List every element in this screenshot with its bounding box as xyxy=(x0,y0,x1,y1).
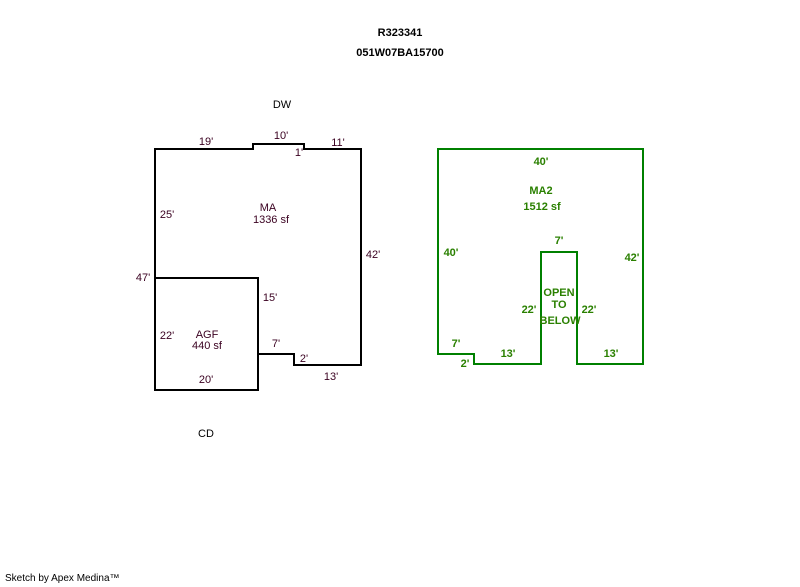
dim-label: 47' xyxy=(136,272,150,284)
map-number: 051W07BA15700 xyxy=(356,47,443,59)
ma2-area: 1512 sf xyxy=(523,201,561,213)
ma2-outline xyxy=(437,148,644,365)
dim-label: 1' xyxy=(295,147,303,159)
dim-label: 22' xyxy=(160,330,174,342)
footer-credit: Sketch by Apex Medina™ xyxy=(5,573,120,584)
dim-label: 7' xyxy=(452,338,461,350)
dim-label: 19' xyxy=(199,136,213,148)
dim-label: 22' xyxy=(582,304,597,316)
dim-label: 13' xyxy=(324,371,338,383)
dim-label: 2' xyxy=(300,353,308,365)
dim-label: 11' xyxy=(331,137,345,149)
cd-label: CD xyxy=(198,428,214,440)
open-to-below-line: TO xyxy=(551,299,567,311)
dw-label: DW xyxy=(273,99,292,111)
dim-label: 2' xyxy=(461,358,470,370)
agf-area: 440 sf xyxy=(192,340,223,352)
open-to-below-line: BELOW xyxy=(540,315,582,327)
parcel-id: R323341 xyxy=(378,27,423,39)
ma-name: MA xyxy=(260,202,277,214)
dim-label: 7' xyxy=(555,235,564,247)
dim-label: 22' xyxy=(522,304,537,316)
dim-label: 10' xyxy=(274,130,288,142)
ma-area: 1336 sf xyxy=(253,214,290,226)
dim-label: 42' xyxy=(625,252,640,264)
dim-label: 40' xyxy=(444,247,459,259)
ma2-name: MA2 xyxy=(529,185,552,197)
agf-outline xyxy=(154,277,259,391)
dim-label: 13' xyxy=(501,348,516,360)
dim-label: 25' xyxy=(160,209,174,221)
dim-label: 42' xyxy=(366,249,380,261)
agf-name: AGF xyxy=(196,329,219,341)
open-to-below-line: OPEN xyxy=(543,287,574,299)
dim-label: 13' xyxy=(604,348,619,360)
dim-label: 40' xyxy=(534,156,549,168)
dim-label: 7' xyxy=(272,338,280,350)
dim-label: 15' xyxy=(263,292,277,304)
dim-label: 20' xyxy=(199,374,213,386)
